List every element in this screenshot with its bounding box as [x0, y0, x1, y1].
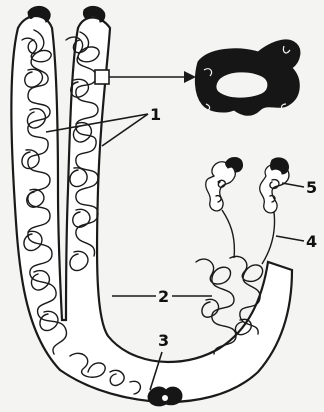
magnification-box	[95, 70, 109, 84]
callout-4: 4	[306, 232, 317, 251]
bottom-node	[148, 387, 182, 406]
duct-right	[262, 212, 275, 264]
callout-2: 2	[158, 287, 169, 306]
magnification-pointer	[95, 70, 196, 84]
callout-labels: 1 2 3 4 5	[150, 105, 317, 350]
small-tubule-units	[206, 158, 289, 265]
leader-5	[282, 183, 304, 187]
leader-4	[276, 236, 304, 241]
magnification-arrowhead	[184, 71, 196, 83]
duct-left	[222, 210, 234, 258]
small-unit-left	[206, 162, 236, 211]
callout-1: 1	[150, 105, 161, 124]
node-center	[162, 395, 168, 401]
callout-3: 3	[158, 331, 169, 350]
inset-lumen	[216, 72, 268, 99]
callout-5: 5	[306, 178, 317, 197]
magnified-inset	[195, 40, 300, 115]
